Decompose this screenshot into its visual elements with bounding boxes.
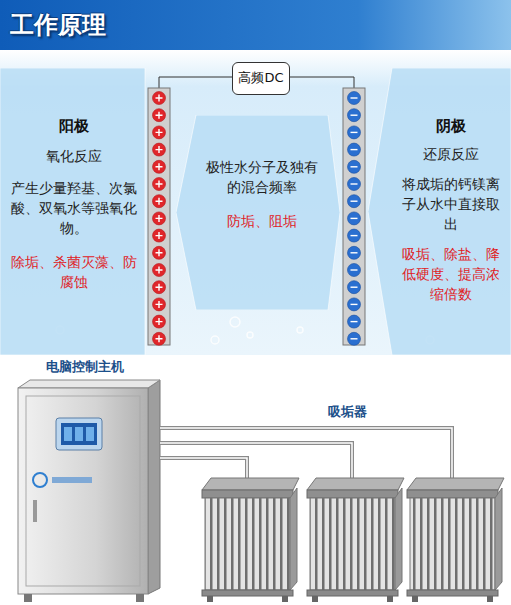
- panel-shape: [176, 115, 340, 310]
- power-box: 高频DC: [232, 62, 290, 95]
- panel-fill: [368, 68, 511, 355]
- water-panel: 极性水分子及独有的混合频率防垢、阻垢: [176, 115, 340, 310]
- node-text: 氧化反应: [46, 146, 102, 166]
- anode-bar: [148, 88, 170, 345]
- anode-panel: 阳极氧化反应产生少量羟基、次氯酸、双氧水等强氧化物。除垢、杀菌灭藻、防腐蚀: [0, 68, 147, 355]
- cathode-bar: [343, 88, 365, 345]
- control-cabinet: [18, 380, 160, 602]
- cable: [160, 428, 452, 478]
- node-text: 防垢、阻垢: [227, 211, 297, 231]
- panel-fill: [0, 68, 145, 355]
- node-text: 还原反应: [423, 144, 479, 164]
- water-ground: [0, 50, 511, 355]
- host-heading: 电脑控制主机: [12, 356, 157, 380]
- absorber-label: 吸垢器: [326, 403, 369, 421]
- node-heading: 阳极: [59, 116, 89, 136]
- cathode-minus-marks: [348, 92, 361, 346]
- node-heading: 高频DC: [238, 69, 283, 86]
- anode-plus-marks: [153, 92, 166, 346]
- scale-absorber-units: [202, 478, 504, 602]
- node-text: 吸垢、除盐、降低硬度、提高浓缩倍数: [396, 244, 505, 304]
- node-heading: 电脑控制主机: [46, 358, 124, 376]
- panel-fill: [176, 115, 340, 310]
- node-text: 将成垢的钙镁离子从水中直接取出: [396, 174, 505, 234]
- node-heading: 阴极: [436, 116, 466, 136]
- node-text: 产生少量羟基、次氯酸、双氧水等强氧化物。: [8, 178, 139, 238]
- title: 工作原理: [10, 9, 106, 41]
- cathode-panel: 阴极还原反应将成垢的钙镁离子从水中直接取出吸垢、除盐、降低硬度、提高浓缩倍数: [368, 68, 511, 355]
- node-heading: 极性水分子及独有的混合频率: [200, 157, 324, 197]
- title-bar: [0, 0, 511, 50]
- node-text: 除垢、杀菌灭藻、防腐蚀: [8, 252, 139, 292]
